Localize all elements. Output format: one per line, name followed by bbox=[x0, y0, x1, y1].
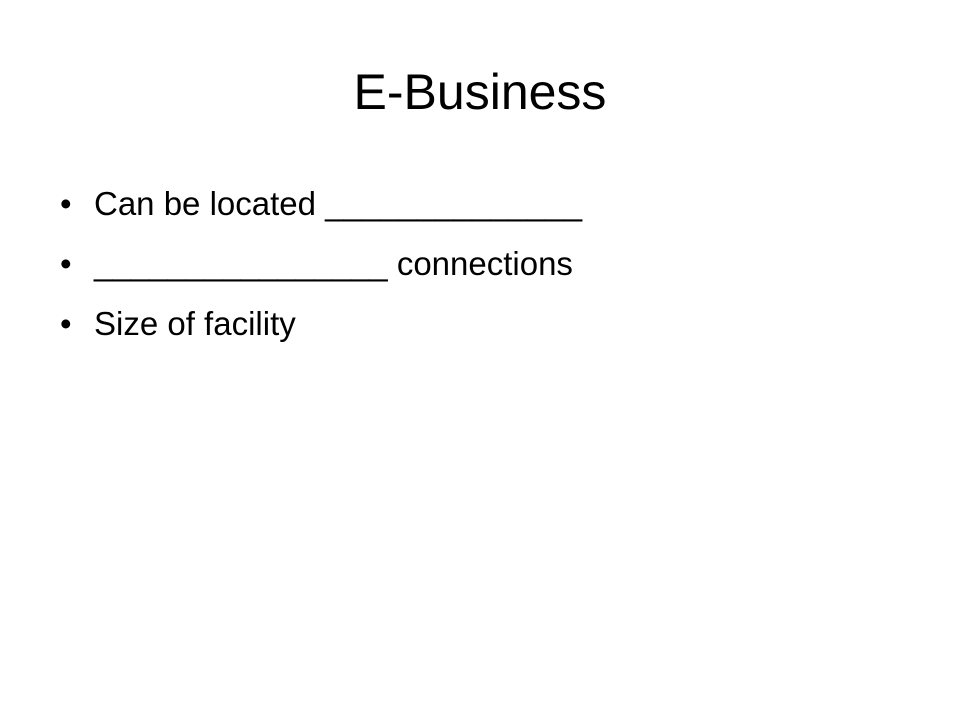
bullet-dot-icon: • bbox=[60, 305, 72, 342]
bullet-item-facility-size: • Size of facility bbox=[60, 294, 920, 354]
bullet-list: • Can be located ______________ • ______… bbox=[60, 174, 920, 354]
bullet-item-connections: • ________________ connections bbox=[60, 234, 920, 294]
bullet-text: Size of facility bbox=[94, 305, 296, 342]
bullet-item-located: • Can be located ______________ bbox=[60, 174, 920, 234]
bullet-dot-icon: • bbox=[60, 245, 72, 282]
bullet-dot-icon: • bbox=[60, 185, 72, 222]
bullet-text: ________________ connections bbox=[94, 245, 573, 282]
bullet-text: Can be located ______________ bbox=[94, 185, 583, 222]
slide-title: E-Business bbox=[353, 64, 607, 120]
